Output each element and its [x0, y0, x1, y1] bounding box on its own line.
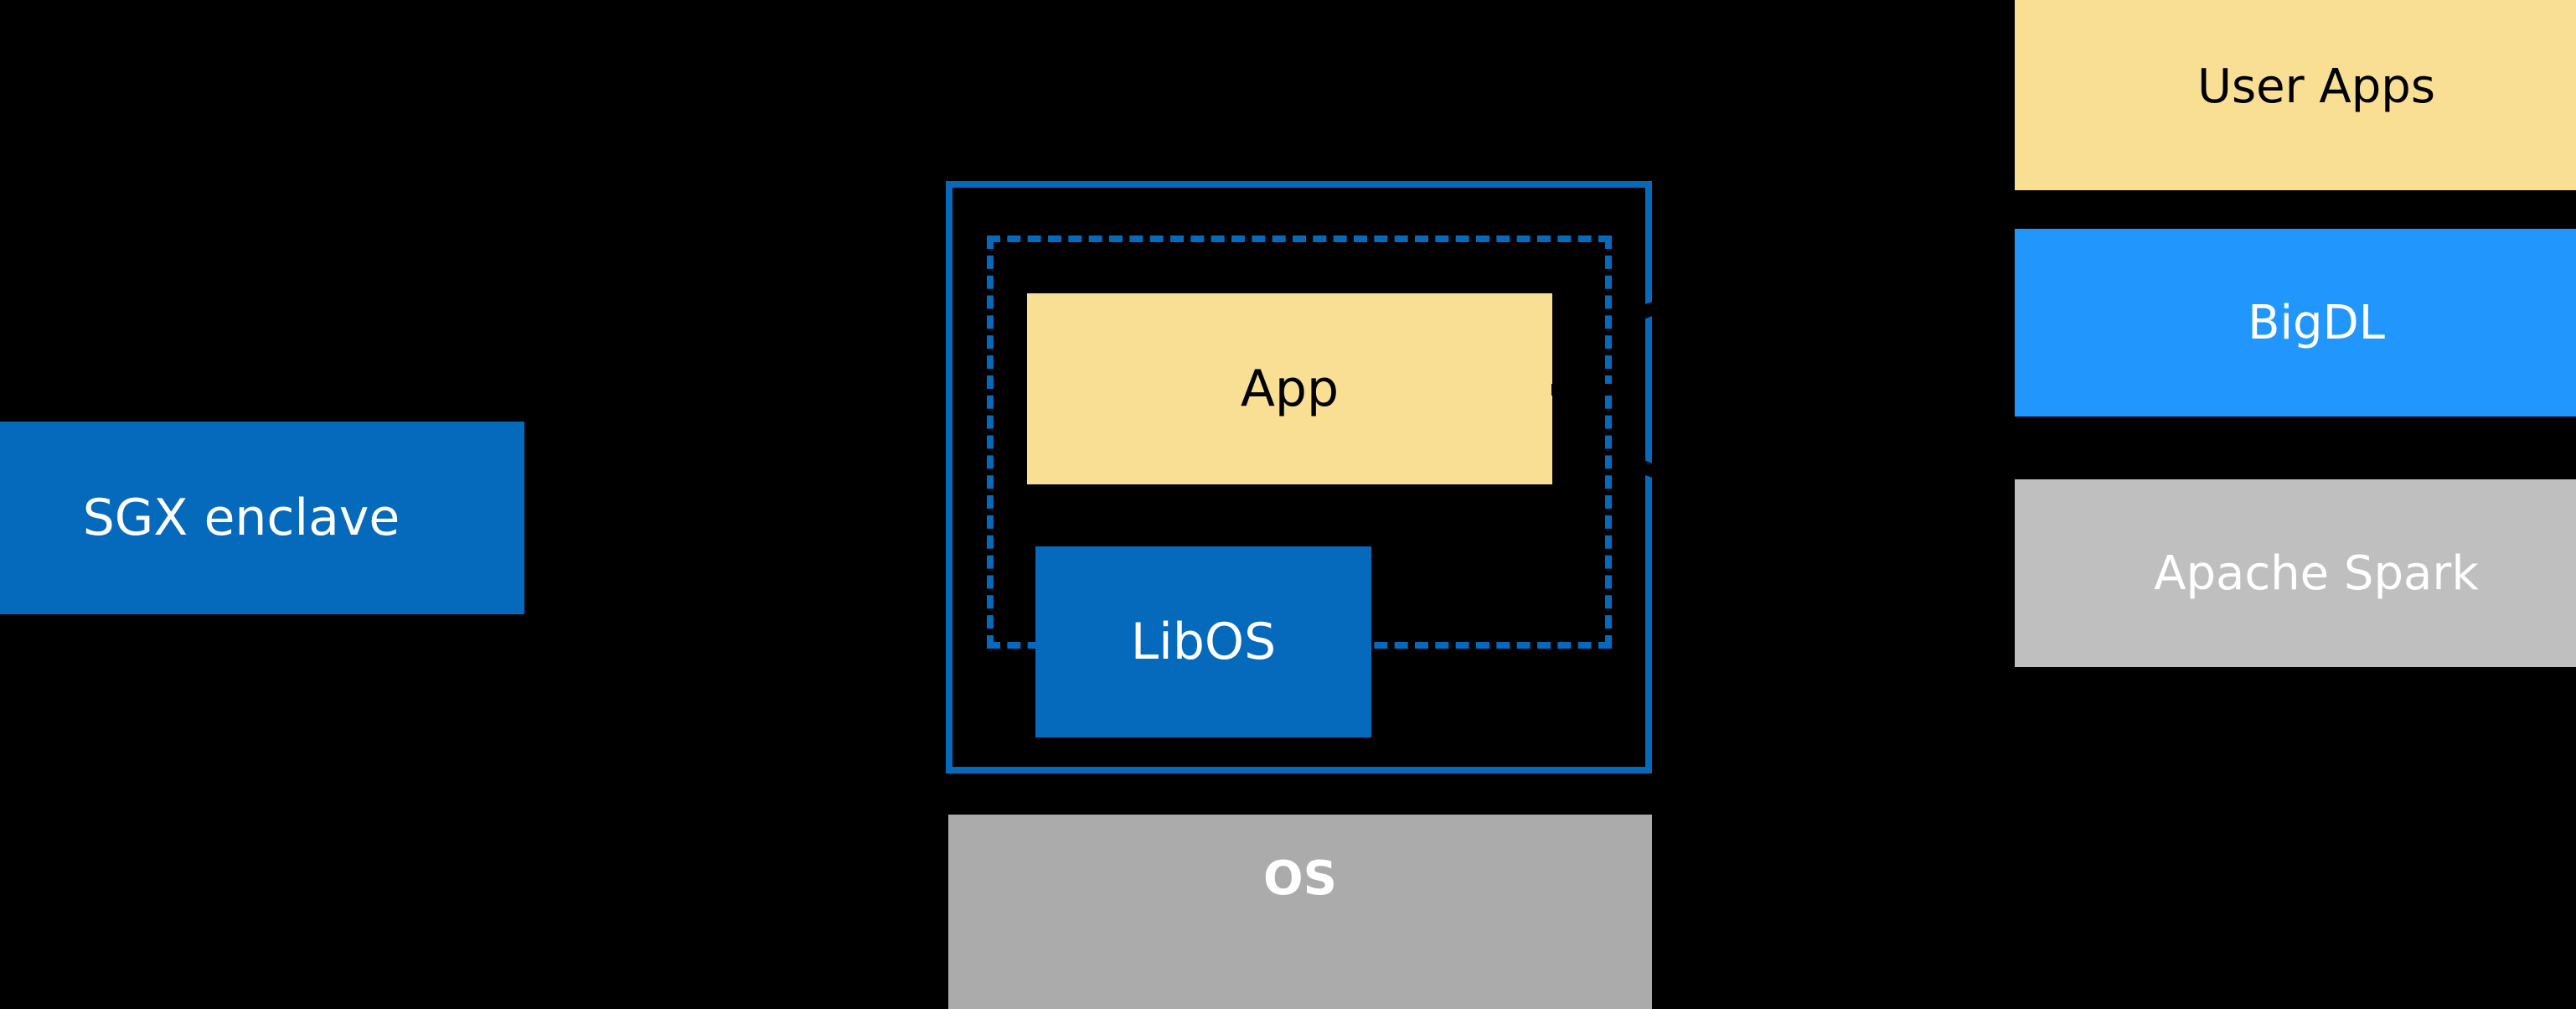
stack-item-apache-spark-label: Apache Spark: [2154, 546, 2479, 601]
os-box: OS: [948, 815, 1652, 1009]
sgx-enclave-label: SGX enclave: [82, 488, 400, 547]
os-label: OS: [1263, 851, 1337, 906]
libos-label: LibOS: [1130, 612, 1277, 671]
stack-item-bigdl-label: BigDL: [2248, 295, 2385, 350]
app-box: App: [1027, 293, 1552, 484]
app-label: App: [1240, 359, 1340, 418]
stack-item-user-apps: User Apps: [2015, 0, 2576, 190]
libos-box: LibOS: [1035, 546, 1371, 737]
sgx-enclave-connector-arrow: [526, 507, 586, 524]
stack-item-user-apps-label: User Apps: [2197, 60, 2436, 114]
stack-item-apache-spark: Apache Spark: [2015, 479, 2576, 667]
sgx-enclave-box: SGX enclave: [0, 422, 524, 614]
stack-item-bigdl: BigDL: [2015, 229, 2576, 417]
